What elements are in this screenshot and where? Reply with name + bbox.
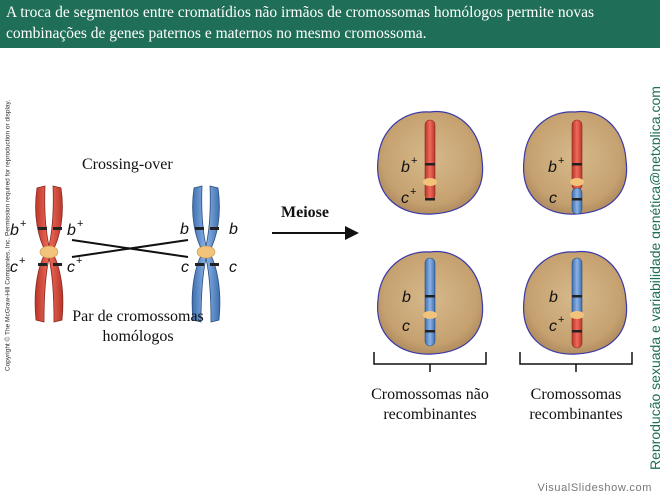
recombinant-label-line2: recombinantes [529, 406, 623, 423]
svg-text:c: c [401, 190, 409, 207]
bracket-recombinant [519, 352, 633, 372]
crossing-over-label: Crossing-over [82, 156, 173, 173]
cell-recombinant-bottom: b c+ [523, 250, 628, 355]
footer-watermark: VisualSlideshow.com [537, 482, 652, 494]
svg-text:+: + [410, 186, 416, 198]
allele-label-b-plus-left: b+ [10, 218, 26, 239]
blue-chromosome [191, 185, 221, 323]
svg-text:+: + [77, 218, 83, 230]
allele-label-c-left: c [181, 259, 189, 276]
bracket-nonrecombinant [373, 352, 487, 372]
red-chromosome [34, 185, 64, 323]
cell-nonrecombinant-top: b+ c+ [377, 110, 484, 215]
meiose-arrow [272, 226, 359, 240]
banner-line-2: combinações de genes paternos e maternos… [6, 25, 427, 42]
svg-text:b: b [401, 159, 410, 176]
svg-text:c: c [549, 318, 557, 335]
allele-label-c-plus-left: c+ [10, 255, 25, 276]
nonrecombinant-label-line1: Cromossomas não [371, 386, 489, 403]
svg-text:+: + [411, 155, 417, 167]
svg-text:+: + [19, 255, 25, 267]
svg-text:c: c [402, 318, 410, 335]
pair-label-line1: Par de cromossomas [72, 308, 204, 325]
svg-text:c: c [549, 190, 557, 207]
svg-text:c: c [10, 259, 18, 276]
nonrecombinant-label-line2: recombinantes [383, 406, 477, 423]
title-banner: A troca de segmentos entre cromatídios n… [0, 0, 660, 48]
svg-text:+: + [76, 255, 82, 267]
allele-label-b-plus-right: b+ [67, 218, 83, 239]
allele-label-c-right: c [229, 259, 237, 276]
svg-text:b: b [402, 289, 411, 306]
svg-text:+: + [558, 314, 564, 326]
svg-text:+: + [20, 218, 26, 230]
svg-text:b: b [67, 222, 76, 239]
allele-label-c-plus-right: c+ [67, 255, 82, 276]
recombinant-label-line1: Cromossomas [530, 386, 622, 403]
allele-label-b-right: b [229, 221, 238, 238]
banner-line-1: A troca de segmentos entre cromatídios n… [6, 4, 595, 21]
allele-label-b-left: b [180, 221, 189, 238]
meiose-label: Meiose [281, 204, 329, 221]
pair-label-line2: homólogos [102, 328, 174, 345]
svg-text:c: c [67, 259, 75, 276]
svg-text:b: b [548, 159, 557, 176]
crossing-over-lines [71, 239, 189, 258]
svg-text:+: + [558, 155, 564, 167]
svg-text:b: b [10, 222, 19, 239]
svg-text:b: b [549, 289, 558, 306]
cell-recombinant-top: b+ c [523, 110, 628, 215]
cell-nonrecombinant-bottom: b c [377, 250, 484, 355]
